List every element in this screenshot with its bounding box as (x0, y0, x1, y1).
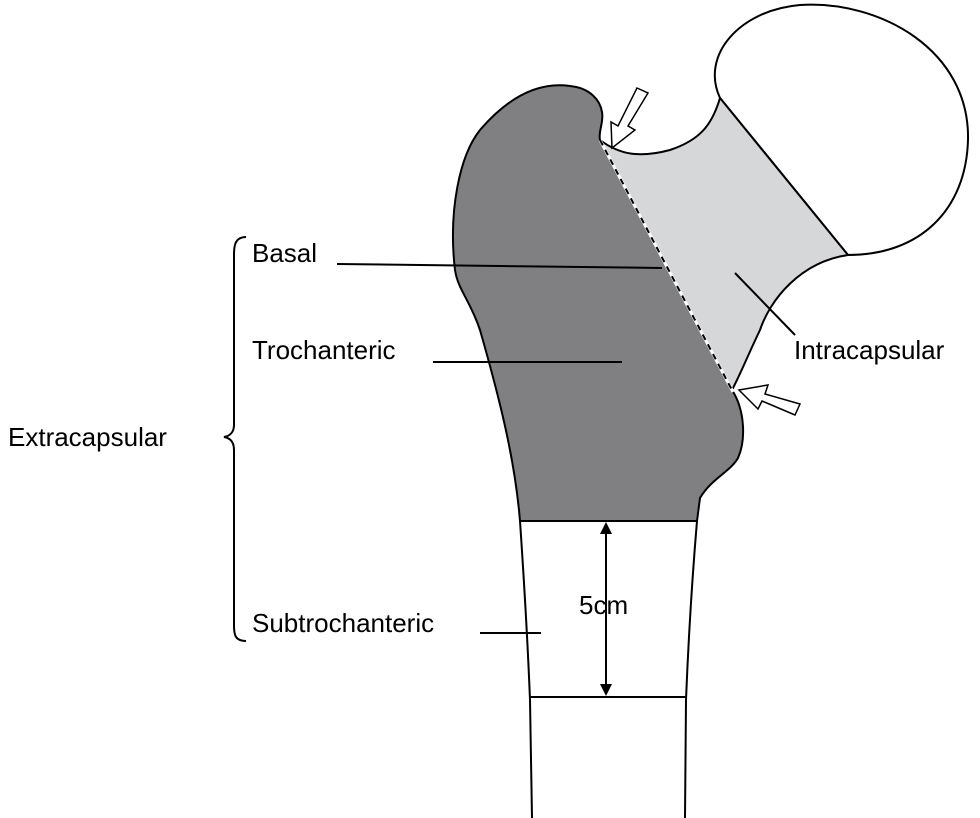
label-extracapsular: Extracapsular (8, 422, 167, 452)
lower-pointer-arrow (739, 385, 800, 415)
shaft-right-edge (685, 521, 697, 818)
label-trochanteric: Trochanteric (252, 335, 396, 365)
upper-pointer-arrow (611, 88, 648, 148)
label-basal: Basal (252, 238, 317, 268)
extracapsular-brace (224, 237, 246, 641)
label-distance: 5cm (579, 590, 628, 620)
label-subtrochanteric: Subtrochanteric (252, 608, 434, 638)
label-intracapsular: Intracapsular (794, 335, 945, 365)
shaft-left-edge (520, 521, 532, 818)
